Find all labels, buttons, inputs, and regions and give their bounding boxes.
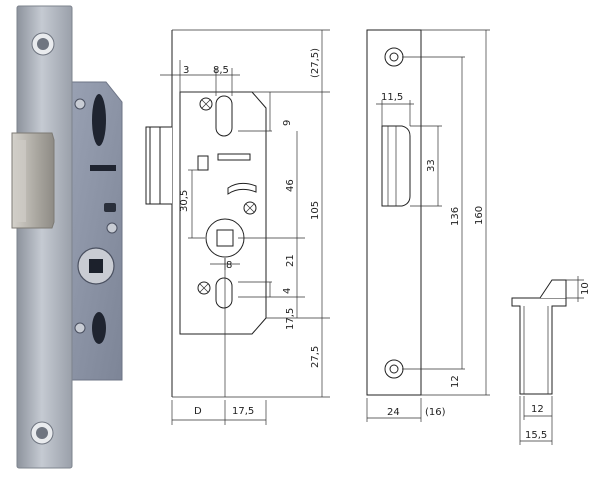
strike-profile-outline bbox=[511, 297, 567, 395]
dim-8: 8 bbox=[226, 260, 232, 271]
dim-12-h: 12 bbox=[531, 404, 544, 415]
strike-profile-view bbox=[511, 276, 584, 445]
dim-33: 33 bbox=[426, 159, 437, 172]
dim-30-5: 30,5 bbox=[179, 190, 190, 212]
dim-136: 136 bbox=[450, 207, 461, 226]
dim-27-5-top: (27,5) bbox=[310, 48, 321, 78]
latch-outline bbox=[145, 126, 172, 205]
screw-bottom bbox=[197, 281, 211, 295]
dim-160: 160 bbox=[474, 206, 485, 225]
front-view bbox=[145, 29, 330, 425]
dim-27-5-bottom: 27,5 bbox=[310, 346, 321, 368]
screw-mid bbox=[243, 201, 257, 215]
dim-105: 105 bbox=[310, 201, 321, 220]
dim-9: 9 bbox=[282, 120, 293, 126]
lower-slot bbox=[92, 312, 106, 344]
dim-d: D bbox=[194, 406, 202, 417]
strike-plate-dimensions: 11,5 33 136 160 12 24 (16) bbox=[381, 92, 485, 418]
lock-photo bbox=[11, 5, 123, 469]
lever bbox=[90, 165, 116, 171]
dim-17-5-h: 17,5 bbox=[232, 406, 254, 417]
dim-11-5: 11,5 bbox=[381, 92, 403, 103]
dim-46: 46 bbox=[285, 179, 296, 192]
dim-16: (16) bbox=[425, 407, 446, 418]
front-view-dimensions: 3 8,5 (27,5) 9 46 105 30,5 8 21 4 17,5 2… bbox=[179, 48, 321, 417]
strike-plate-view bbox=[366, 29, 490, 422]
upper-slot bbox=[92, 94, 106, 146]
dim-17-5-v: 17,5 bbox=[285, 308, 296, 330]
dim-8-5: 8,5 bbox=[213, 65, 229, 76]
dim-10: 10 bbox=[580, 282, 591, 295]
dim-4: 4 bbox=[282, 288, 293, 294]
strike-profile-dimensions: 10 12 15,5 bbox=[525, 282, 591, 441]
dim-15-5: 15,5 bbox=[525, 430, 547, 441]
strike-plate-outline bbox=[366, 29, 422, 396]
dim-12-v: 12 bbox=[450, 375, 461, 388]
screw-top bbox=[199, 97, 213, 111]
dim-24: 24 bbox=[387, 407, 400, 418]
dim-21: 21 bbox=[285, 254, 296, 267]
dim-3: 3 bbox=[183, 65, 189, 76]
faceplate bbox=[16, 5, 73, 469]
body-screw bbox=[74, 98, 86, 110]
